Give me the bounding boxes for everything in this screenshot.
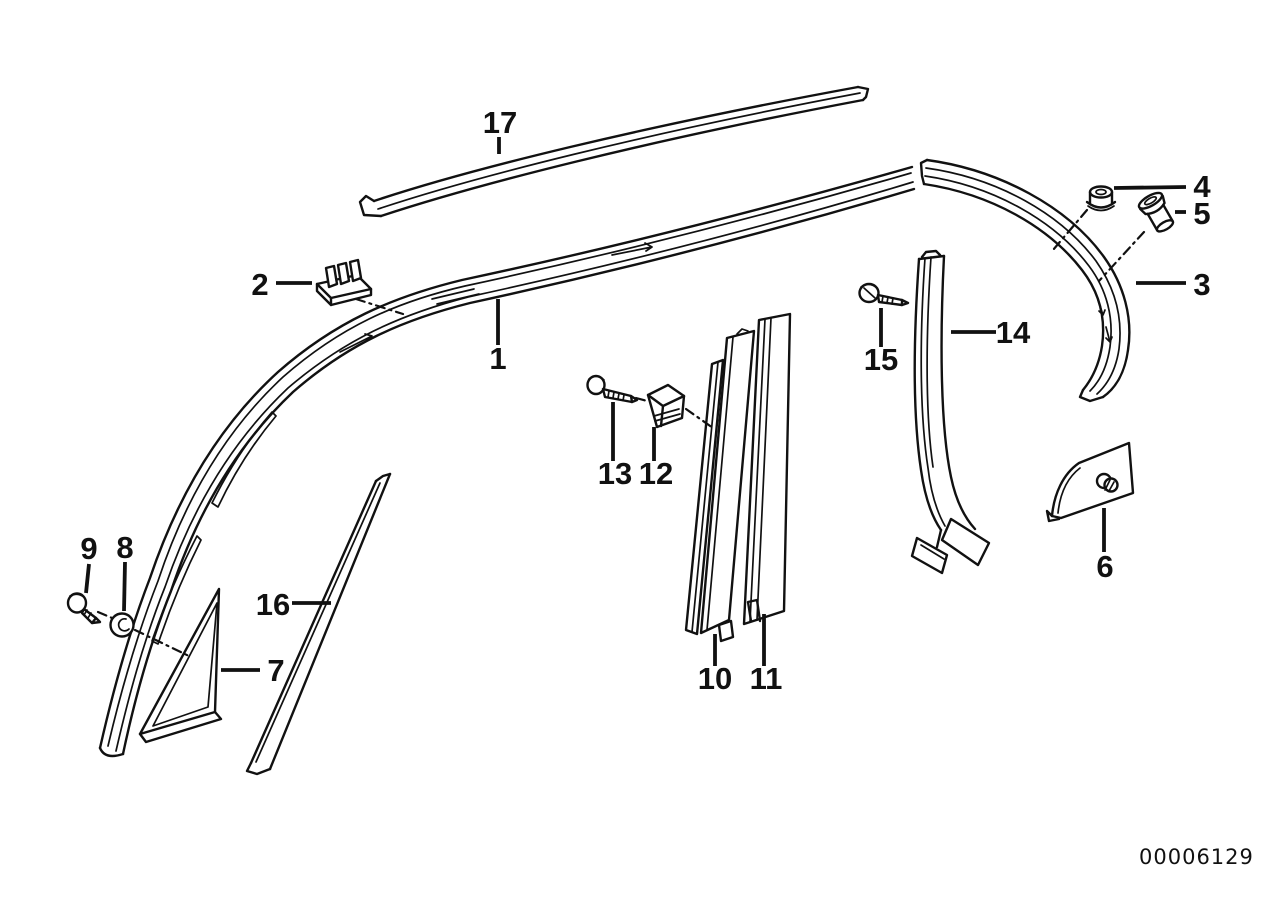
callout-2-label[interactable]: 2 xyxy=(251,267,268,302)
callout-5-label[interactable]: 5 xyxy=(1193,196,1210,231)
callout-17[interactable]: 17 xyxy=(483,105,517,154)
part-12-clip xyxy=(646,383,686,429)
callout-10-label[interactable]: 10 xyxy=(698,661,732,696)
part-6-cover-plate xyxy=(1045,441,1135,523)
callout-1-label[interactable]: 1 xyxy=(489,341,506,376)
callout-3[interactable]: 3 xyxy=(1136,267,1211,302)
part-4-nut xyxy=(1085,185,1117,212)
callout-14-label[interactable]: 14 xyxy=(996,315,1031,350)
callout-2[interactable]: 2 xyxy=(251,267,312,302)
callout-9[interactable]: 9 xyxy=(80,531,98,594)
callout-14[interactable]: 14 xyxy=(951,315,1031,350)
assembly-dashed-lines xyxy=(96,208,1146,659)
callout-11[interactable]: 11 xyxy=(750,614,783,696)
callout-12-label[interactable]: 12 xyxy=(639,456,673,491)
callout-5[interactable]: 5 xyxy=(1175,196,1211,231)
part-15-screw xyxy=(858,282,910,307)
part-7-corner-triangle xyxy=(138,587,223,744)
callout-10[interactable]: 10 xyxy=(698,634,732,696)
callout-7-label[interactable]: 7 xyxy=(267,653,284,688)
part-17-moulding-strip xyxy=(358,85,870,218)
callout-4[interactable]: 4 xyxy=(1113,169,1211,204)
part-3-rear-arch-moulding xyxy=(919,158,1131,403)
diagram-code: 00006129 xyxy=(1139,845,1254,869)
callout-16[interactable]: 16 xyxy=(256,587,331,622)
part-13-screw xyxy=(586,374,639,404)
part-5-grommet xyxy=(1137,191,1175,233)
callout-3-label[interactable]: 3 xyxy=(1193,267,1210,302)
part-8-washer xyxy=(109,612,135,638)
callout-4-label[interactable]: 4 xyxy=(1193,169,1211,204)
callout-16-label[interactable]: 16 xyxy=(256,587,290,622)
callout-11-label[interactable]: 11 xyxy=(750,661,783,696)
part-16-trim-strip xyxy=(245,472,392,776)
callout-8-label[interactable]: 8 xyxy=(116,530,133,565)
callout-12[interactable]: 12 xyxy=(639,427,673,491)
part-11-pillar-trim xyxy=(742,312,792,626)
callout-6[interactable]: 6 xyxy=(1096,508,1114,584)
part-1-roof-moulding xyxy=(98,165,916,758)
callout-1[interactable]: 1 xyxy=(489,299,507,376)
callout-13[interactable]: 13 xyxy=(598,402,632,491)
callout-17-label[interactable]: 17 xyxy=(483,105,517,140)
callout-15[interactable]: 15 xyxy=(864,308,898,377)
part-14-window-guide xyxy=(910,249,991,575)
callout-6-label[interactable]: 6 xyxy=(1096,549,1113,584)
part-9-screw xyxy=(66,592,102,625)
callout-15-label[interactable]: 15 xyxy=(864,342,898,377)
callout-8[interactable]: 8 xyxy=(116,530,134,612)
callout-7[interactable]: 7 xyxy=(221,653,285,688)
part-10-pillar-trim xyxy=(684,328,756,643)
callout-13-label[interactable]: 13 xyxy=(598,456,632,491)
callout-9-label[interactable]: 9 xyxy=(80,531,97,566)
part-2-clip xyxy=(315,258,373,307)
